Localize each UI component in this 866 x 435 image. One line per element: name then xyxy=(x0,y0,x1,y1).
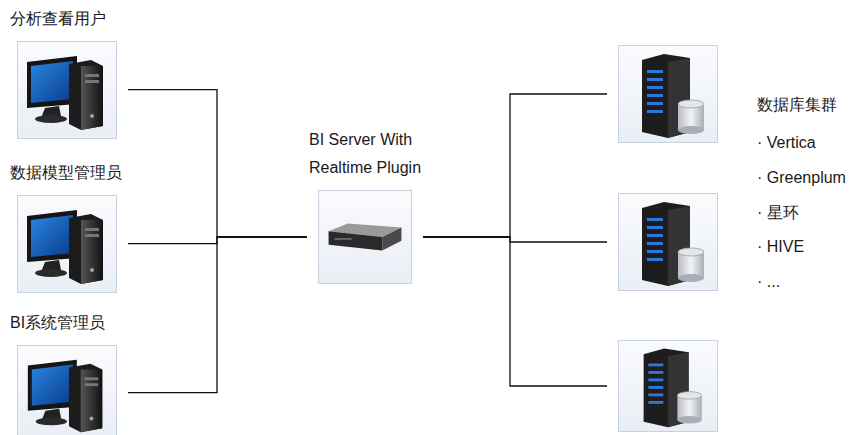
icon-frame xyxy=(618,193,718,291)
bi-server: BI Server With Realtime Plugin xyxy=(309,126,459,284)
connector-line xyxy=(128,237,307,393)
icon-frame xyxy=(618,340,718,432)
user-workstation: 分析查看用户 xyxy=(10,6,117,139)
database-list-item: · Greenplum xyxy=(757,168,846,187)
database-list-item: · 星环 xyxy=(757,203,799,222)
computer-icon xyxy=(18,42,116,138)
cluster-title: 数据库集群 xyxy=(757,95,837,114)
database-server-icon xyxy=(619,341,717,431)
node-label: 数据模型管理员 xyxy=(10,160,122,186)
user-workstation: BI系统管理员 xyxy=(10,310,117,435)
icon-frame xyxy=(618,45,718,143)
database-list-item: · HIVE xyxy=(757,237,804,256)
icon-frame xyxy=(17,41,117,139)
database-server xyxy=(618,193,718,291)
icon-frame xyxy=(318,190,412,284)
connector-line xyxy=(423,94,607,237)
database-server xyxy=(618,340,718,432)
connector-line xyxy=(423,237,607,242)
computer-icon xyxy=(18,196,116,292)
database-server-icon xyxy=(619,46,717,142)
database-server-icon xyxy=(619,194,717,290)
icon-frame xyxy=(17,345,117,435)
connector-line xyxy=(128,90,307,237)
node-label: BI Server With Realtime Plugin xyxy=(309,126,459,182)
node-label: BI系统管理员 xyxy=(10,310,117,336)
icon-frame xyxy=(17,195,117,293)
database-list-item: · ... xyxy=(757,272,780,291)
connector-line xyxy=(423,237,607,386)
database-list-item: · Vertica xyxy=(757,133,816,152)
computer-icon xyxy=(18,346,116,435)
server-appliance-icon xyxy=(319,191,411,283)
node-label: 分析查看用户 xyxy=(10,6,117,32)
user-workstation: 数据模型管理员 xyxy=(10,160,122,293)
database-server xyxy=(618,45,718,143)
